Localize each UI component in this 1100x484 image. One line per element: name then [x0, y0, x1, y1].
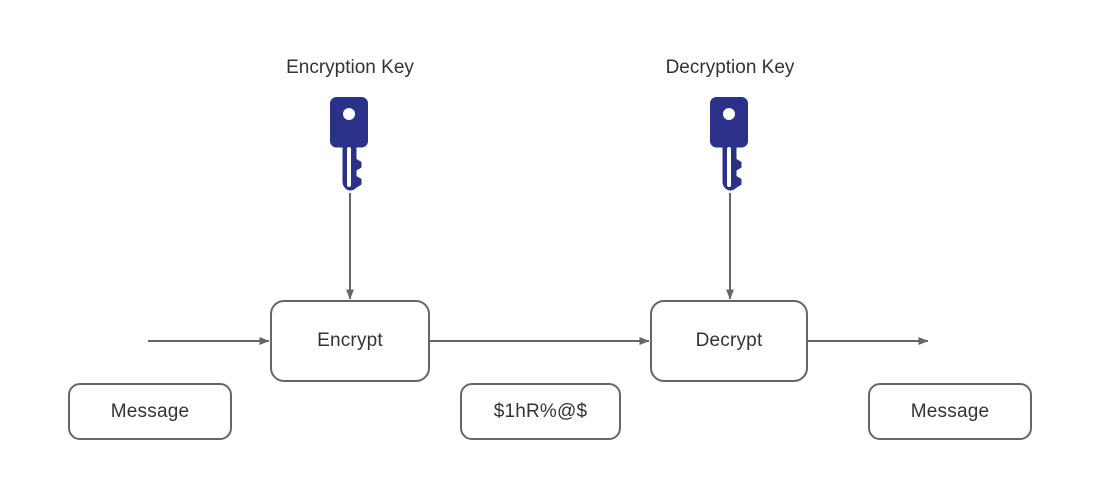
decrypt-box[interactable]: Decrypt	[650, 300, 808, 382]
message-input-box[interactable]: Message	[68, 383, 232, 440]
encrypt-box[interactable]: Encrypt	[270, 300, 430, 382]
message-output-box[interactable]: Message	[868, 383, 1032, 440]
encryption-key-label: Encryption Key	[286, 57, 414, 78]
key-icon-encryption	[330, 97, 368, 191]
ciphertext-box[interactable]: $1hR%@$	[460, 383, 621, 440]
key-icon-decryption	[710, 97, 748, 191]
decryption-key-label: Decryption Key	[665, 57, 795, 78]
